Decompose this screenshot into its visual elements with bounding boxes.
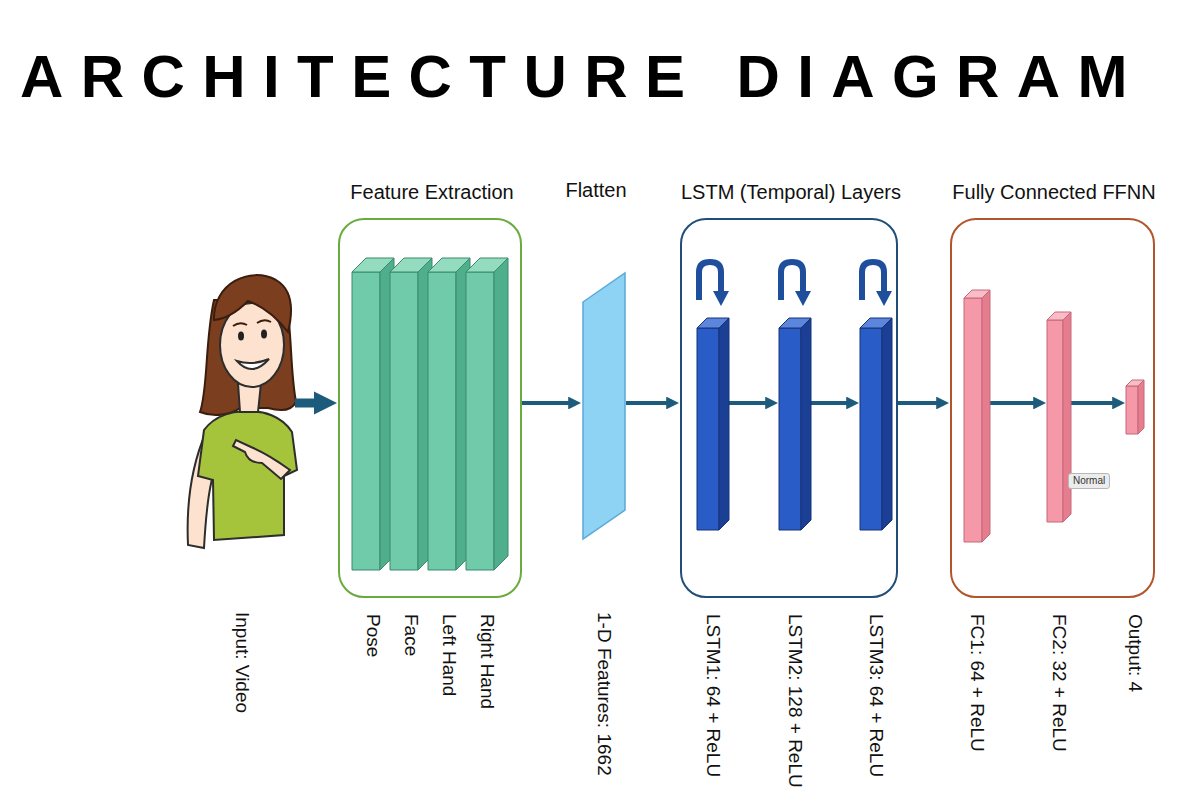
stage-heading: Flatten — [565, 179, 626, 202]
front-face — [964, 298, 982, 542]
front-face — [466, 272, 494, 570]
flow-arrow — [990, 401, 1040, 405]
tooltip-label: Normal — [1068, 473, 1110, 489]
layer-label: Output: 4 — [1124, 614, 1146, 692]
layer-label: Face — [400, 614, 422, 656]
loop-arrowhead — [713, 291, 729, 306]
dense-layer-shape — [1047, 312, 1071, 522]
hair-bangs — [214, 275, 291, 332]
dense-layer-shape — [1126, 380, 1144, 434]
side-face — [719, 318, 729, 530]
front-face — [779, 328, 801, 530]
flow-arrow — [898, 401, 943, 405]
layer-label: FC2: 32 + ReLU — [1048, 614, 1070, 752]
diagram-title: ARCHITECTURE DIAGRAM — [20, 44, 1145, 110]
mouth — [237, 359, 269, 369]
lstm-layer-shape — [697, 318, 729, 530]
layer-label: LSTM1: 64 + ReLU — [702, 614, 724, 777]
layer-label: 1-D Features: 1662 — [593, 612, 615, 776]
lstm-layer-shape — [779, 318, 811, 530]
feature-slab: Right Hand — [466, 258, 508, 570]
front-face — [860, 328, 882, 530]
loop-arrowhead — [876, 291, 892, 306]
side-face — [982, 290, 990, 542]
person-illustration — [188, 275, 297, 548]
stage-heading: Feature Extraction — [350, 181, 513, 204]
layer-label: Input: Video — [231, 612, 253, 713]
front-face — [352, 272, 380, 570]
feature-slab: Pose — [352, 258, 394, 570]
lstm-layer: LSTM2: 128 + ReLU — [779, 318, 811, 530]
flatten-plane — [583, 273, 625, 539]
stage-heading: LSTM (Temporal) Layers — [681, 181, 901, 204]
lstm-layer-shape — [860, 318, 892, 530]
flow-arrow — [626, 401, 673, 405]
front-face — [1047, 320, 1063, 522]
flatten-layer: Flatten1-D Features: 1662 — [582, 272, 626, 540]
front-face — [390, 272, 418, 570]
shirt — [198, 412, 297, 540]
lstm-layer: LSTM3: 64 + ReLU — [860, 318, 892, 530]
side-face — [801, 318, 811, 530]
side-face — [882, 318, 892, 530]
layer-label: LSTM2: 128 + ReLU — [784, 614, 806, 788]
side-face — [1063, 312, 1071, 522]
feature-group: Feature ExtractionPoseFaceLeft HandRight… — [338, 218, 522, 598]
dense-group: Fully Connected FFNNFC1: 64 + ReLUFC2: 3… — [950, 218, 1155, 598]
side-face — [1138, 380, 1144, 434]
dense-layer: FC2: 32 + ReLU — [1047, 312, 1071, 522]
front-face — [1126, 386, 1138, 434]
feature-slab-shape — [428, 258, 470, 570]
layer-label: Right Hand — [476, 614, 498, 709]
feature-slab: Face — [390, 258, 432, 570]
lstm-group: LSTM (Temporal) LayersLSTM1: 64 + ReLULS… — [680, 218, 898, 598]
layer-label: Left Hand — [438, 614, 460, 696]
input-video: Input: Video — [185, 265, 295, 560]
dense-layer: Output: 4 — [1126, 380, 1144, 434]
layer-label: FC1: 64 + ReLU — [966, 614, 988, 752]
stage-heading: Fully Connected FFNN — [952, 181, 1155, 204]
feature-slab-shape — [466, 258, 508, 570]
dense-layer-shape — [964, 290, 990, 542]
brow — [233, 320, 271, 326]
flow-arrow — [522, 401, 575, 405]
flow-arrow — [1071, 401, 1119, 405]
feature-slab-shape — [390, 258, 432, 570]
flatten-layer-shape — [582, 272, 626, 540]
feature-slab-shape — [352, 258, 394, 570]
pointing-hand — [233, 440, 290, 479]
layer-label: LSTM3: 64 + ReLU — [865, 614, 887, 777]
flow-arrow — [811, 401, 853, 405]
front-face — [428, 272, 456, 570]
layer-label: Pose — [362, 614, 384, 657]
feature-slab: Left Hand — [428, 258, 470, 570]
front-face — [697, 328, 719, 530]
eye — [238, 332, 244, 341]
flow-arrow — [295, 399, 325, 408]
lstm-layer: LSTM1: 64 + ReLU — [697, 318, 729, 530]
side-face — [494, 258, 508, 570]
flow-arrow — [729, 401, 772, 405]
loop-arrowhead — [795, 291, 811, 306]
dense-layer: FC1: 64 + ReLU — [964, 290, 990, 542]
recurrent-loop-heads — [713, 291, 892, 306]
eye — [261, 330, 267, 339]
